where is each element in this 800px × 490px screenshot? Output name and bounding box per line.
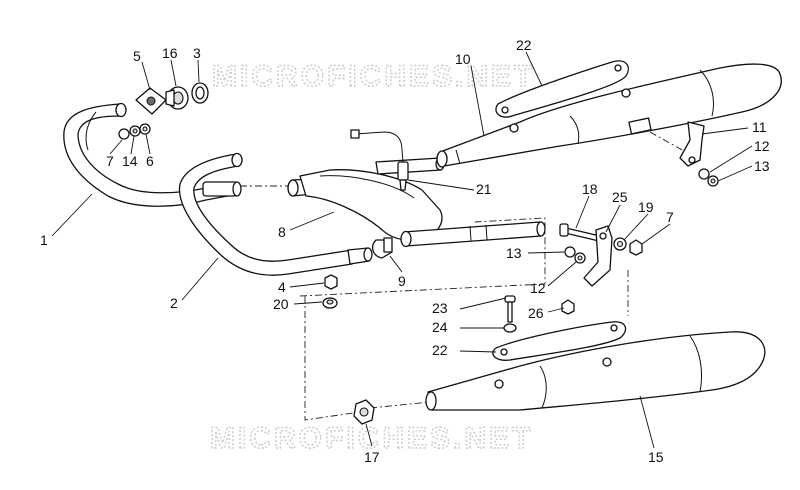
crossover-pipe-8 [287,157,546,248]
washer-24 [503,323,517,333]
silencer-10 [436,63,782,168]
silencer-15 [425,331,766,411]
leader-lines [51,51,753,449]
callout-1: 1 [40,232,48,248]
hardware-12-13-upper [698,168,719,187]
watermark-top: MICROFICHES.NET [212,60,535,93]
callout-12: 12 [754,138,770,154]
sensor-21 [350,129,409,191]
hardware-13-12-mid [564,246,586,264]
callout-13: 13 [754,158,770,174]
header-pipe-1 [63,102,239,207]
callout-20: 20 [273,296,289,312]
washer-20 [322,297,338,309]
bolt-23 [504,295,516,323]
callout-14: 14 [122,153,138,169]
nut-4 [324,274,338,290]
flange-5 [135,87,167,115]
callout-22: 22 [516,37,532,53]
callout-7: 7 [106,153,114,169]
callout-25: 25 [612,189,628,205]
callout-18: 18 [582,181,598,197]
callout-13-mid: 13 [506,245,522,261]
callout-15: 15 [648,449,664,465]
heat-shield-22-lower [492,321,627,361]
callout-3: 3 [193,45,201,61]
callout-17: 17 [364,449,380,465]
clamp-17 [353,399,375,425]
nut-26 [561,299,575,315]
callout-24: 24 [432,319,448,335]
header-pipe-2 [178,152,373,276]
callout-2: 2 [170,295,178,311]
callout-26: 26 [528,305,544,321]
callout-22-lower: 22 [432,342,448,358]
callout-16: 16 [162,45,178,61]
callout-23: 23 [432,300,448,316]
callout-8: 8 [278,224,286,240]
nut-16 [165,86,189,110]
clamp-9 [371,237,393,259]
callout-12-mid: 12 [530,280,546,296]
callout-19: 19 [638,199,654,215]
bracket-11 [679,121,705,167]
bolt-18 [559,223,601,242]
callout-5: 5 [133,48,141,64]
hardware-7-14-6 [118,123,151,140]
callout-10: 10 [455,51,471,67]
bracket-25 [583,225,613,287]
gasket-3 [191,82,209,104]
hardware-19-7 [613,237,643,256]
callout-7-right: 7 [666,209,674,225]
heat-shield-22-upper [495,60,629,118]
callout-21: 21 [476,181,492,197]
callout-labels: 1 2 3 4 5 6 7 8 9 10 11 12 13 14 15 16 1… [40,37,770,465]
callout-9: 9 [398,273,406,289]
callout-11: 11 [752,119,767,135]
callout-6: 6 [146,153,154,169]
callout-4: 4 [278,279,286,295]
